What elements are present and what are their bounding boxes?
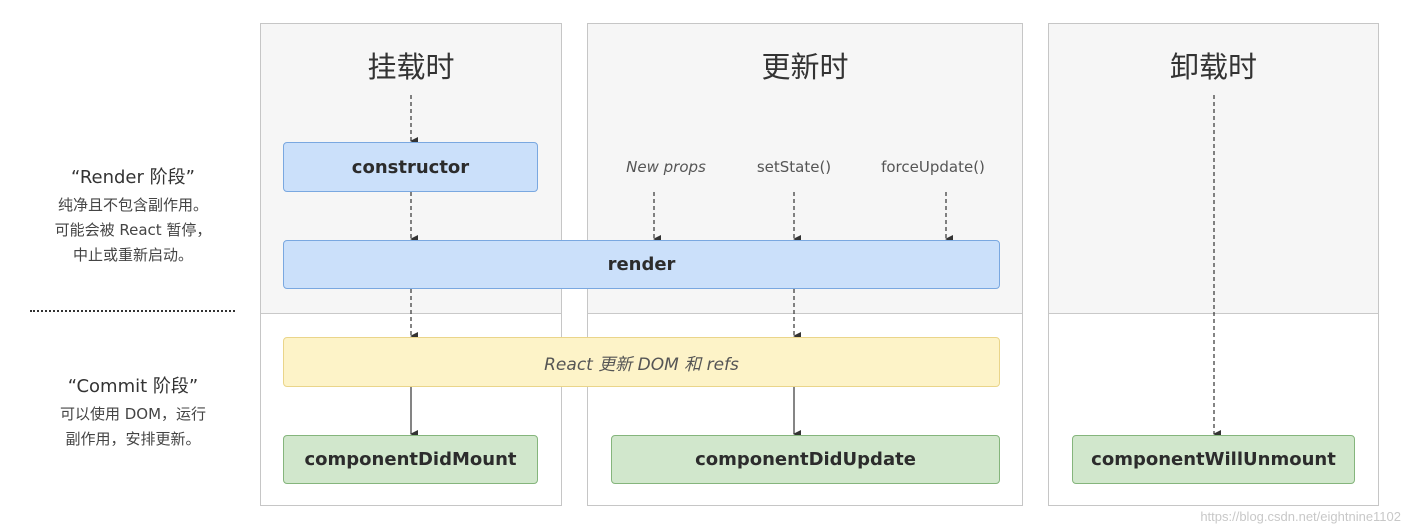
render-phase-line-3: 中止或重新启动。 (72, 246, 193, 264)
trigger-new-props: New props (626, 158, 706, 176)
commit-phase-title: “Commit 阶段” (67, 376, 199, 397)
mounting-column-title: 挂载时 (367, 50, 455, 84)
unmounting-column-title: 卸载时 (1169, 50, 1257, 84)
phase-divider (30, 310, 235, 312)
render-phase-description: 纯净且不包含副作用。 可能会被 React 暂停， 中止或重新启动。 (3, 193, 263, 268)
commit-phase-description: 可以使用 DOM，运行 副作用，安排更新。 (3, 402, 263, 452)
unmounting-column: 卸载时 (1048, 23, 1379, 506)
commit-phase-line-2: 副作用，安排更新。 (65, 430, 201, 448)
component-did-mount-node: componentDidMount (283, 435, 538, 484)
component-will-unmount-node: componentWillUnmount (1072, 435, 1355, 484)
watermark: https://blog.csdn.net/eightnine1102 (1200, 509, 1401, 524)
render-phase-line-2: 可能会被 React 暂停， (54, 221, 212, 239)
commit-phase-line-1: 可以使用 DOM，运行 (59, 405, 207, 423)
trigger-force-update: forceUpdate() (881, 158, 985, 176)
react-dom-update-node: React 更新 DOM 和 refs (283, 337, 1000, 387)
render-phase-line-1: 纯净且不包含副作用。 (57, 196, 208, 214)
component-did-update-node: componentDidUpdate (611, 435, 1000, 484)
render-node: render (283, 240, 1000, 289)
trigger-set-state: setState() (756, 158, 832, 176)
updating-column-title: 更新时 (761, 50, 849, 84)
render-phase-title: “Render 阶段” (71, 167, 195, 188)
constructor-node: constructor (283, 142, 538, 192)
